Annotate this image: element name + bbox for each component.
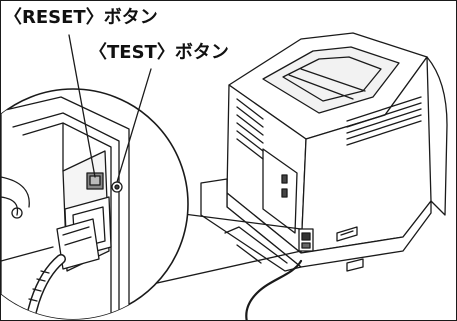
callout-detail: [1, 88, 189, 320]
test-button-label: 〈TEST〉ボタン: [89, 42, 229, 63]
rear-vents: [346, 96, 422, 146]
test-pointer-line: [116, 68, 152, 183]
pointer-lines: [68, 34, 152, 183]
reset-pointer-line: [68, 34, 96, 178]
reset-button-label: 〈RESET〉ボタン: [4, 7, 158, 28]
test-button-detail: [111, 181, 123, 193]
printer: [200, 32, 448, 320]
side-vents: [236, 98, 264, 160]
